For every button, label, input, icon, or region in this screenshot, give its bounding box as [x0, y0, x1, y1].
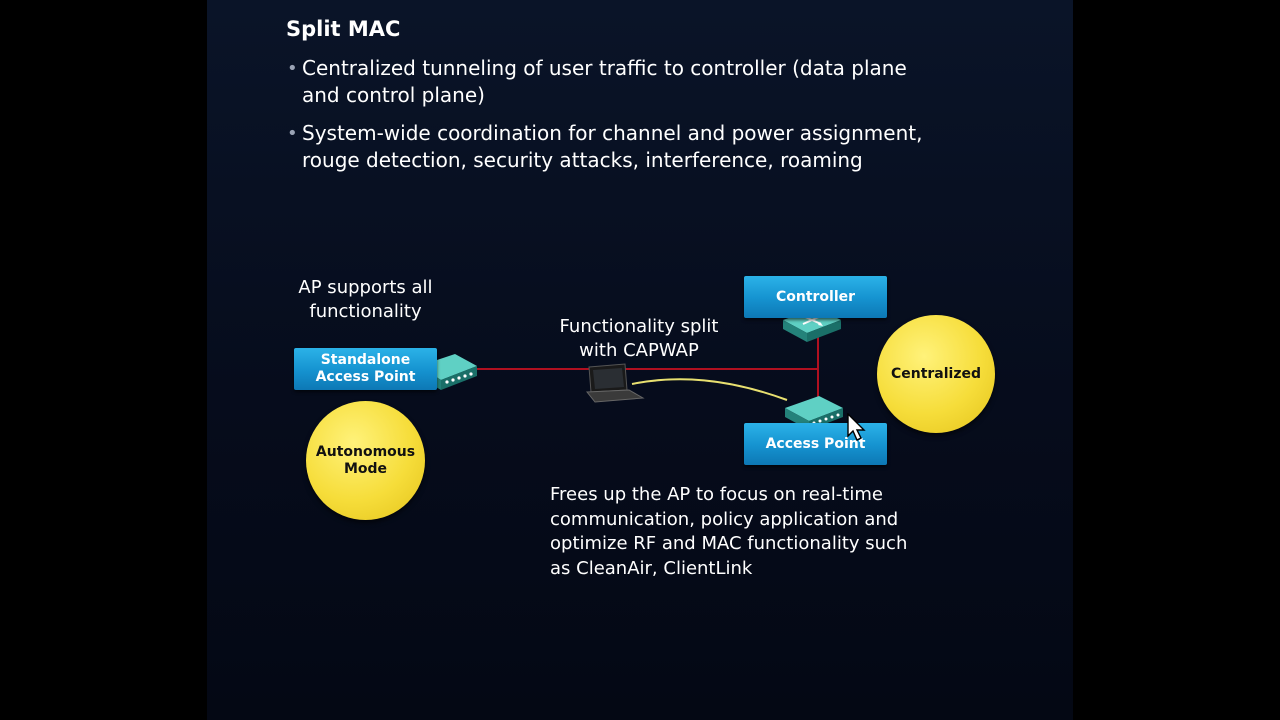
centralized-circle: Centralized — [877, 315, 995, 433]
ap-supports-label: AP supports all functionality — [277, 276, 454, 324]
bullet-2: • System-wide coordination for channel a… — [287, 120, 1007, 174]
split-label-line-1: Functionality split — [559, 316, 719, 337]
standalone-ap-box: Standalone Access Point — [294, 348, 437, 390]
note-line-3: optimize RF and MAC functionality such — [550, 533, 908, 554]
split-label-line-2: with CAPWAP — [579, 340, 699, 361]
controller-label: Controller — [775, 288, 856, 305]
slide-title: Split MAC — [286, 17, 401, 41]
standalone-ap-line-2: Access Point — [315, 369, 416, 385]
bullet-dot-icon: • — [287, 58, 298, 79]
centralized-label: Centralized — [890, 365, 982, 382]
access-point-label: Access Point — [765, 435, 866, 452]
ap-supports-line-2: functionality — [309, 301, 422, 322]
autonomous-line-1: Autonomous — [315, 443, 416, 460]
laptop-icon — [585, 363, 645, 403]
bullet-2-line-2: rouge detection, security attacks, inter… — [302, 148, 863, 172]
slide: Split MAC • Centralized tunneling of use… — [207, 0, 1073, 720]
bullet-2-line-1: System-wide coordination for channel and… — [302, 121, 923, 145]
bullet-dot-icon: • — [287, 123, 298, 144]
bullet-1-line-1: Centralized tunneling of user traffic to… — [302, 56, 907, 80]
standalone-ap-line-1: Standalone — [320, 352, 411, 368]
access-point-box: Access Point — [744, 423, 887, 465]
note-line-1: Frees up the AP to focus on real-time — [550, 484, 883, 505]
ap-supports-line-1: AP supports all — [298, 277, 433, 298]
autonomous-mode-circle: Autonomous Mode — [306, 401, 425, 520]
mouse-cursor-icon — [847, 413, 866, 441]
bullet-1: • Centralized tunneling of user traffic … — [287, 55, 1007, 109]
split-label: Functionality split with CAPWAP — [537, 315, 741, 363]
autonomous-line-2: Mode — [343, 460, 388, 477]
controller-box: Controller — [744, 276, 887, 318]
note-line-4: as CleanAir, ClientLink — [550, 557, 753, 579]
wireless-link-line — [631, 378, 788, 401]
bullet-1-line-2: and control plane) — [302, 83, 485, 107]
note-line-2: communication, policy application and — [550, 508, 899, 530]
ap-focus-note: Frees up the AP to focus on real-time co… — [550, 483, 970, 581]
